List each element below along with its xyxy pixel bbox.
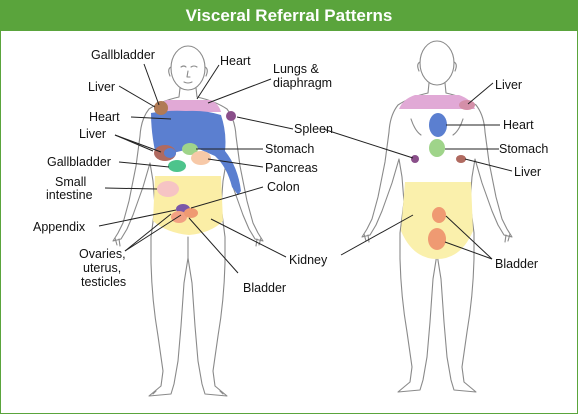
- front-leader-lines: [98, 63, 294, 274]
- back-leader-lines: [322, 82, 513, 260]
- label-pancreas: Pancreas: [265, 161, 318, 175]
- front-spleen-region: [226, 111, 236, 121]
- front-heart-spot: [164, 148, 176, 158]
- front-small-intestine-region: [157, 181, 179, 197]
- label-colon: Colon: [267, 180, 300, 194]
- label-spleen: Spleen: [294, 122, 333, 136]
- front-heart-region: [151, 110, 241, 195]
- label-back-heart: Heart: [503, 118, 534, 132]
- back-liver-low-region: [456, 155, 466, 163]
- label-heart-top: Heart: [220, 54, 251, 68]
- title-bar: Visceral Referral Patterns: [1, 1, 577, 31]
- front-labels: Gallbladder Heart Liver Lungs & diaphrag…: [33, 48, 333, 295]
- label-back-liver-top: Liver: [495, 78, 522, 92]
- front-pancreas-region: [191, 151, 211, 165]
- label-small: Small: [55, 175, 86, 189]
- back-heart-region: [429, 113, 447, 137]
- label-intestine: intestine: [46, 188, 93, 202]
- label-stomach: Stomach: [265, 142, 314, 156]
- label-heart-left: Heart: [89, 110, 120, 124]
- label-uterus: uterus,: [83, 261, 121, 275]
- label-testicles: testicles: [81, 275, 126, 289]
- label-gallbladder-top: Gallbladder: [91, 48, 155, 62]
- front-gallbladder-upper-region: [154, 101, 168, 115]
- label-lungs: Lungs &: [273, 62, 320, 76]
- label-gallbladder-mid: Gallbladder: [47, 155, 111, 169]
- front-stomach-region: [182, 143, 198, 155]
- front-lungs-diaphragm-region: [155, 100, 221, 112]
- back-spleen-region: [411, 155, 419, 163]
- label-ovaries: Ovaries,: [79, 247, 126, 261]
- label-diaphragm: diaphragm: [273, 76, 332, 90]
- figure-title: Visceral Referral Patterns: [185, 6, 393, 25]
- back-bladder-lower-region: [428, 228, 446, 250]
- front-reproductive-region: [171, 211, 187, 223]
- label-bladder-front: Bladder: [243, 281, 286, 295]
- front-body-outline: [112, 45, 264, 397]
- back-bladder-upper-region: [432, 207, 446, 223]
- back-body-outline: [361, 40, 513, 393]
- label-back-bladder: Bladder: [495, 257, 538, 271]
- label-back-liver-low: Liver: [514, 165, 541, 179]
- back-lungs-diaphragm-region: [399, 95, 475, 109]
- label-back-stomach: Stomach: [499, 142, 548, 156]
- front-regions: [151, 100, 241, 235]
- label-kidney: Kidney: [289, 253, 328, 267]
- label-appendix: Appendix: [33, 220, 86, 234]
- back-stomach-region: [429, 139, 445, 157]
- label-liver-top: Liver: [88, 80, 115, 94]
- back-regions: [399, 95, 475, 259]
- label-liver-mid: Liver: [79, 127, 106, 141]
- back-labels: Liver Heart Stomach Liver Bladder: [495, 78, 548, 271]
- front-bladder-region: [184, 208, 198, 218]
- front-gallbladder-region: [168, 160, 186, 172]
- back-liver-upper-region: [459, 100, 475, 110]
